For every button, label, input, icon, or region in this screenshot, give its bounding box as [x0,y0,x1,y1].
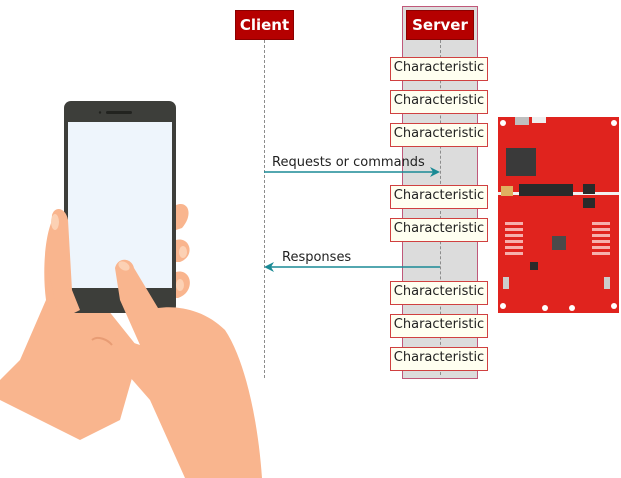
characteristic-box: Characteristic [390,123,488,147]
phone-screen [68,122,172,288]
characteristic-box: Characteristic [390,57,488,81]
left-hand [0,215,140,440]
client-participant: Client [235,10,294,40]
phone-speaker [106,111,132,114]
left-thumb [48,208,80,320]
response-label: Responses [282,250,352,265]
characteristic-box: Characteristic [390,281,488,305]
characteristic-box: Characteristic [390,347,488,371]
characteristic-box: Characteristic [390,314,488,338]
characteristic-box: Characteristic [390,90,488,114]
client-lifeline [264,40,265,378]
right-hand [93,259,262,478]
server-participant: Server [406,10,474,40]
characteristic-box: Characteristic [390,218,488,242]
characteristic-box: Characteristic [390,185,488,209]
request-label: Requests or commands [272,155,425,170]
